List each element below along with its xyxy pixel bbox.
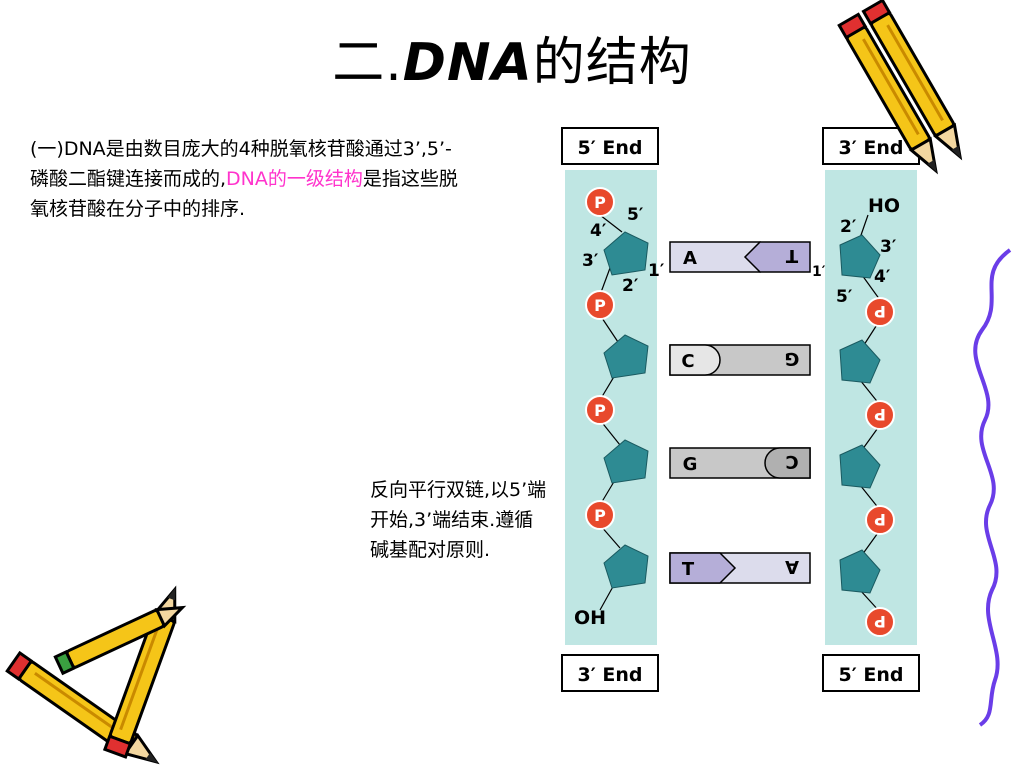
right-terminal-ho: HO xyxy=(868,195,900,217)
left-bottom-end-box: 3′ End xyxy=(561,654,659,692)
slide-title: 二.DNA的结构 xyxy=(0,28,1024,98)
base-pair-3-right: C xyxy=(785,451,798,472)
left-sugar-2 xyxy=(603,334,649,379)
right-phosphate-4: P xyxy=(865,607,895,637)
pencil-bottom-left-3-icon xyxy=(53,605,187,676)
left-top-end-label: 5′ End xyxy=(578,137,643,159)
paragraph-highlight: DNA的一级结构 xyxy=(226,168,363,190)
base-pair-2-left: C xyxy=(681,351,694,372)
base-pair-2-right: G xyxy=(785,348,800,369)
right-sugar-2 xyxy=(839,339,881,384)
base-pair-4: T A xyxy=(669,552,811,584)
left-carbon-5: 5′ xyxy=(627,205,644,225)
svg-text:P: P xyxy=(594,506,606,525)
left-top-end-box: 5′ End xyxy=(561,127,659,165)
svg-text:P: P xyxy=(594,193,606,212)
base-pair-3: G C xyxy=(669,447,811,479)
left-phosphate-2: P xyxy=(585,290,615,320)
right-carbon-1: 1′ xyxy=(812,264,826,280)
base-pair-3-left: G xyxy=(683,454,698,475)
right-sugar-4 xyxy=(839,549,881,594)
right-carbon-labels: 2′ 3′ 4′ 5′ 1′ xyxy=(812,217,897,307)
left-carbon-1: 1′ xyxy=(648,261,665,281)
right-carbon-2: 2′ xyxy=(840,217,857,237)
paragraph-part1: (一)DNA是由数目庞大的4种脱氧核苷酸通过3’,5’-磷酸二酯键连接而成的, xyxy=(30,138,452,190)
left-carbon-2: 2′ xyxy=(622,276,639,296)
right-sugar-3 xyxy=(839,444,881,489)
right-bottom-end-label: 5′ End xyxy=(839,664,904,686)
left-terminal-oh: OH xyxy=(574,607,606,629)
svg-text:P: P xyxy=(594,401,606,420)
right-phosphate-1: P xyxy=(865,297,895,327)
title-prefix: 二. xyxy=(332,33,403,93)
left-bottom-end-label: 3′ End xyxy=(578,664,643,686)
right-top-end-label: 3′ End xyxy=(839,137,904,159)
left-sugar-1 xyxy=(603,231,649,276)
right-carbon-5: 5′ xyxy=(836,287,853,307)
squiggle-line-icon xyxy=(973,248,1012,727)
base-pair-1-right: T xyxy=(785,245,798,266)
svg-text:P: P xyxy=(874,302,886,321)
base-pair-4-left: T xyxy=(682,559,695,580)
primary-structure-paragraph: (一)DNA是由数目庞大的4种脱氧核苷酸通过3’,5’-磷酸二酯键连接而成的,D… xyxy=(30,134,460,224)
base-pair-1: A T xyxy=(669,241,811,273)
right-phosphate-3: P xyxy=(865,505,895,535)
svg-text:P: P xyxy=(594,296,606,315)
left-phosphate-3: P xyxy=(585,395,615,425)
right-carbon-4: 4′ xyxy=(874,267,891,287)
left-carbon-3: 3′ xyxy=(582,251,599,271)
right-carbon-3: 3′ xyxy=(880,237,897,257)
left-sugar-4 xyxy=(603,544,649,589)
svg-text:P: P xyxy=(874,612,886,631)
right-phosphate-2: P xyxy=(865,400,895,430)
right-bottom-end-box: 5′ End xyxy=(822,654,920,692)
base-pair-4-right: A xyxy=(785,556,799,577)
left-carbon-4: 4′ xyxy=(590,221,607,241)
svg-text:P: P xyxy=(874,510,886,529)
left-sugar-3 xyxy=(603,439,649,484)
left-phosphate-4: P xyxy=(585,500,615,530)
title-suffix: 的结构 xyxy=(532,33,692,93)
svg-text:P: P xyxy=(874,405,886,424)
left-carbon-labels: 5′ 4′ 3′ 2′ 1′ xyxy=(582,205,665,296)
title-dna: DNA xyxy=(402,33,533,93)
base-pair-2: C G xyxy=(669,344,811,376)
right-sugar-1 xyxy=(839,234,881,279)
base-pair-1-left: A xyxy=(683,248,697,269)
antiparallel-note: 反向平行双链,以5’端开始,3’端结束.遵循碱基配对原则. xyxy=(370,479,547,561)
paragraph-part2: 是指这些脱氧核苷酸在分子中的排序. xyxy=(30,168,458,220)
left-phosphate-1: P xyxy=(585,187,615,217)
